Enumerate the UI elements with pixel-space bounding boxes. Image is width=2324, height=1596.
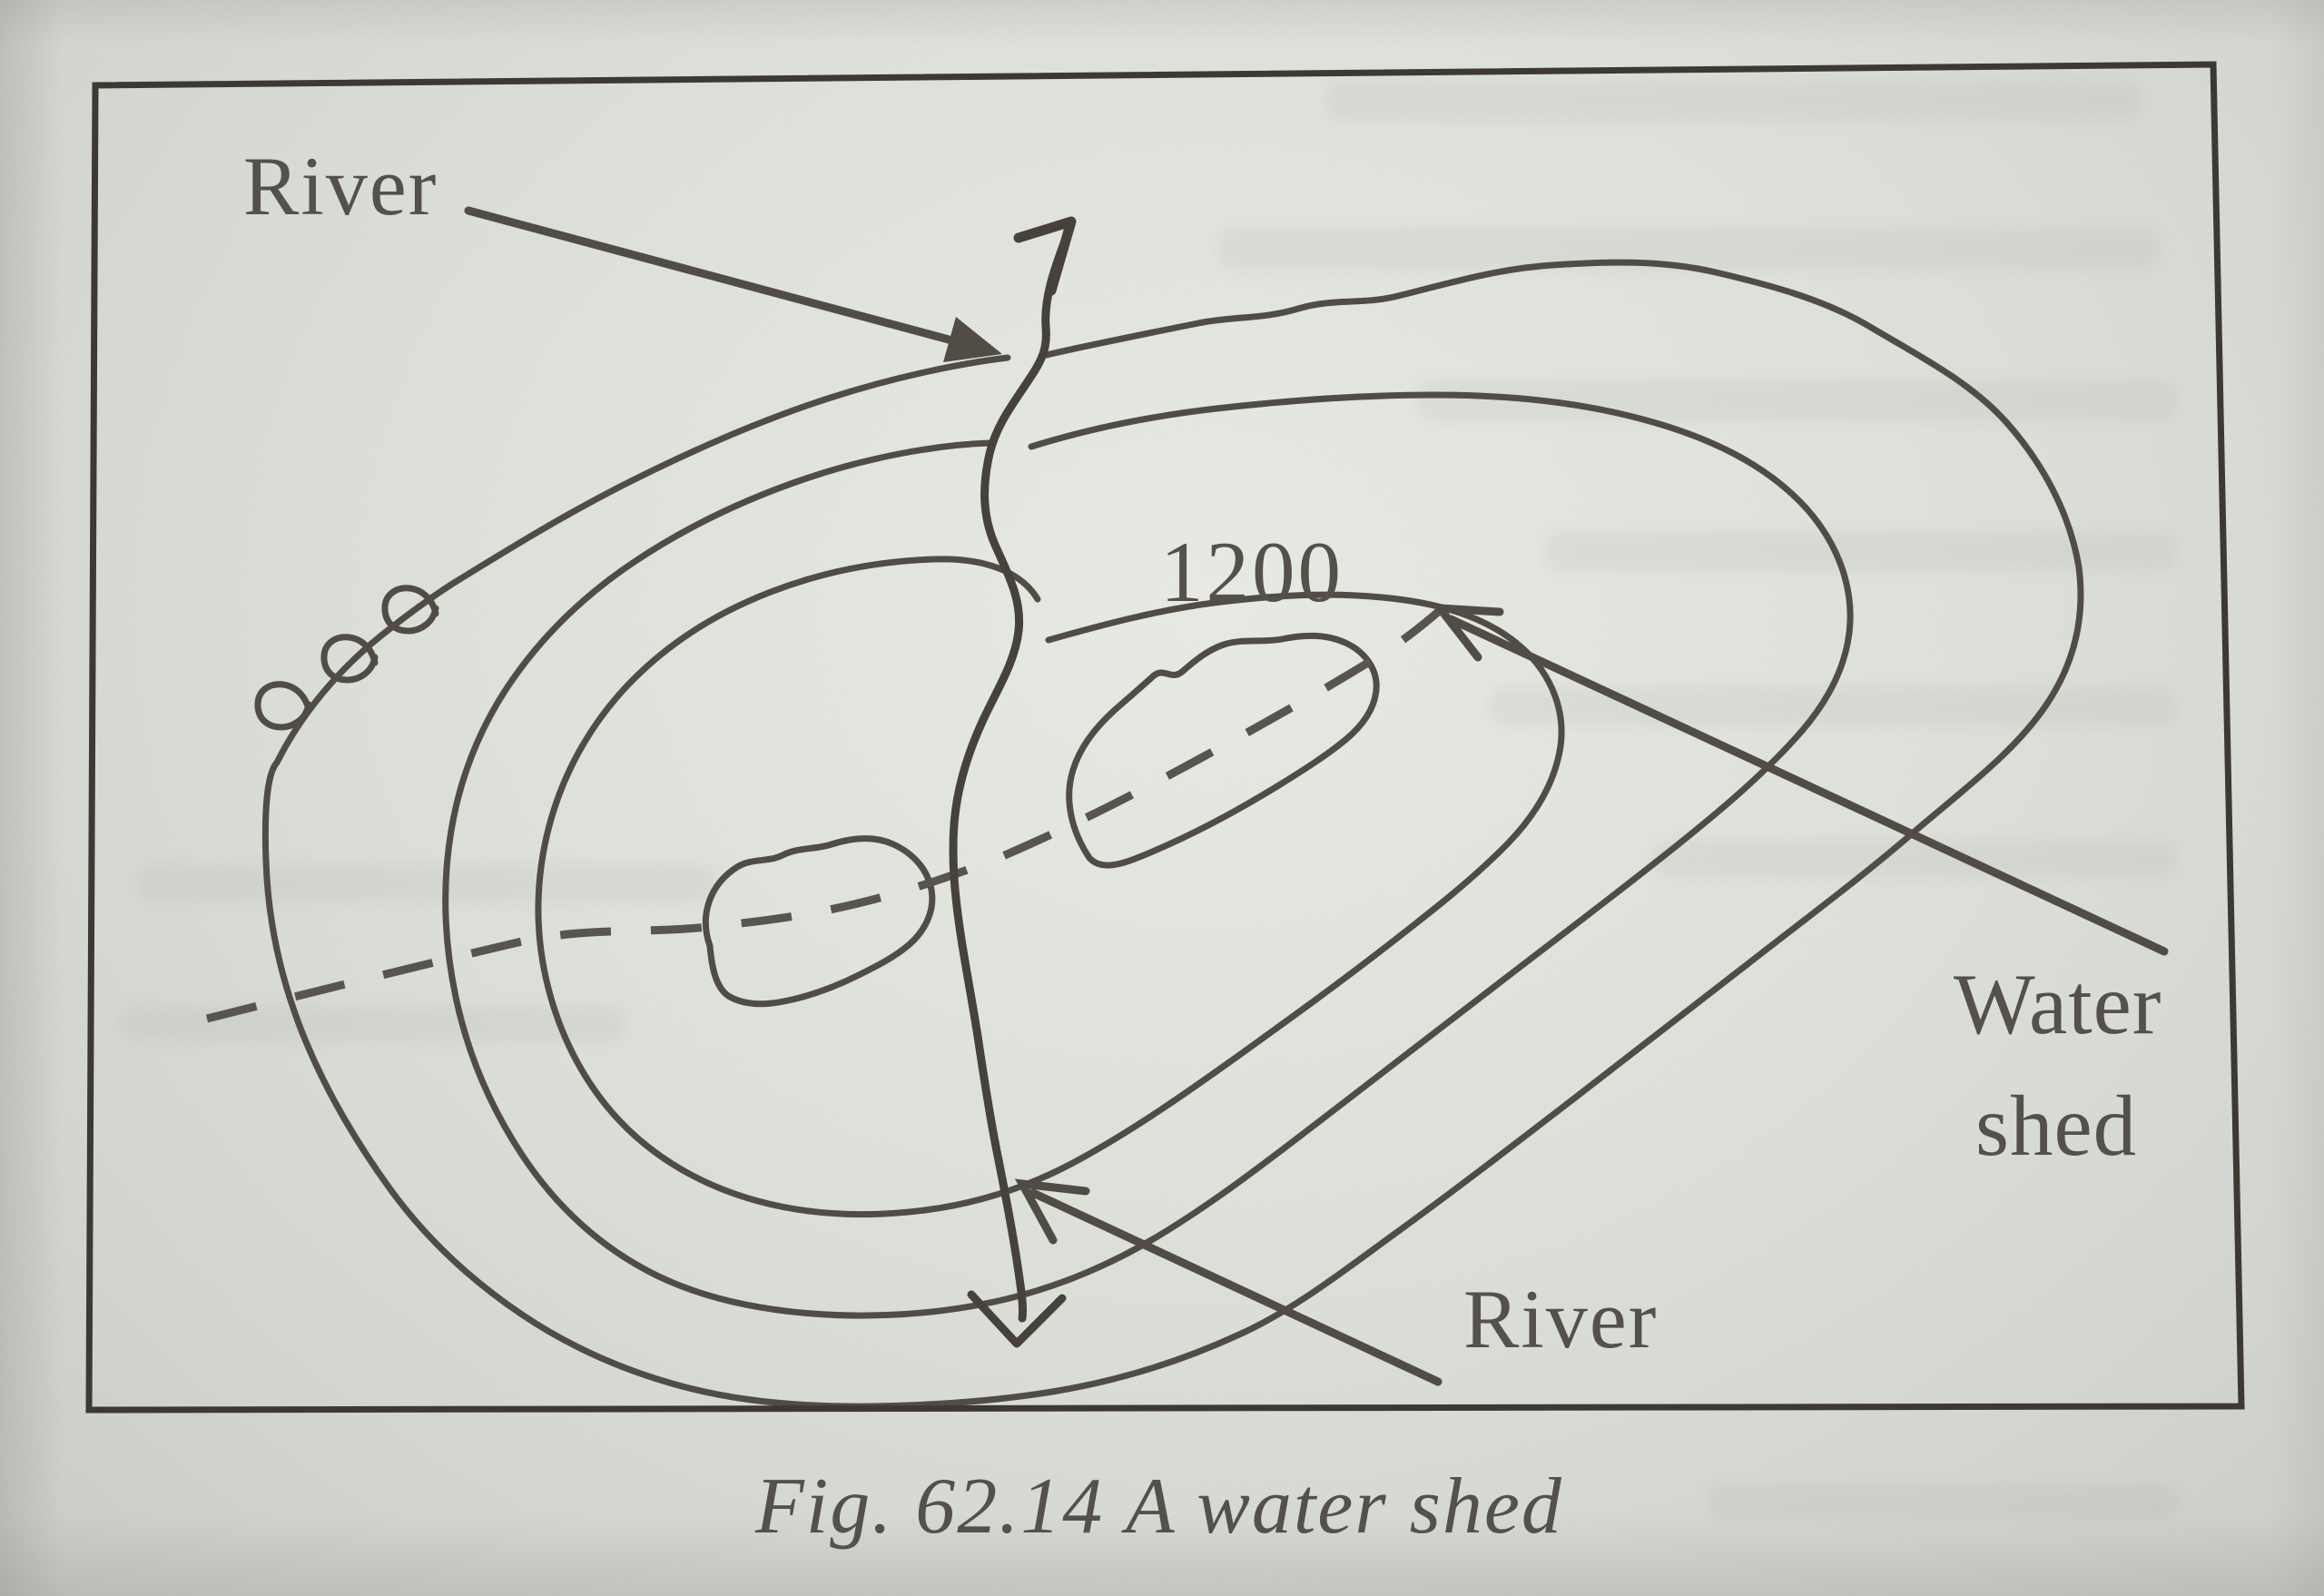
paper-grain-texture: [0, 0, 2324, 1596]
watershed-figure: River 1200 Water shed River Fig. 62.14 A…: [0, 0, 2324, 1596]
scanned-book-page: River 1200 Water shed River Fig. 62.14 A…: [0, 0, 2324, 1596]
